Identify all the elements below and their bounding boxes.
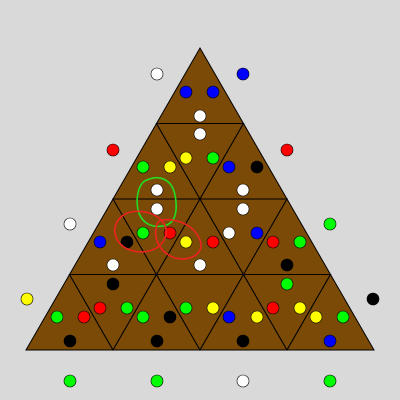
green-loop	[136, 176, 178, 228]
outside-marble-green[interactable]	[323, 374, 337, 388]
board-marble-red[interactable]	[206, 235, 220, 249]
board-marble-yellow[interactable]	[163, 160, 177, 174]
board-marble-yellow[interactable]	[250, 310, 264, 324]
outside-marble-yellow[interactable]	[20, 292, 34, 306]
board-marble-green[interactable]	[336, 310, 350, 324]
board-marble-green[interactable]	[50, 310, 64, 324]
board-marble-yellow[interactable]	[293, 301, 307, 315]
board-marble-yellow[interactable]	[179, 235, 193, 249]
board-marble-black[interactable]	[150, 334, 164, 348]
board-marble-white[interactable]	[193, 258, 207, 272]
board-marble-yellow[interactable]	[179, 151, 193, 165]
outside-marble-white[interactable]	[150, 67, 164, 81]
outside-marble-black[interactable]	[366, 292, 380, 306]
board-marble-black[interactable]	[250, 160, 264, 174]
board-marble-green[interactable]	[120, 301, 134, 315]
annotations	[114, 176, 202, 260]
board-marble-white[interactable]	[150, 202, 164, 216]
board-marble-blue[interactable]	[93, 235, 107, 249]
board-marble-yellow[interactable]	[309, 310, 323, 324]
board-marble-blue[interactable]	[250, 226, 264, 240]
board-marble-blue[interactable]	[222, 310, 236, 324]
red-loop-right	[154, 218, 202, 260]
outside-marble-red[interactable]	[106, 143, 120, 157]
board-marble-blue[interactable]	[323, 334, 337, 348]
board-marble-blue[interactable]	[222, 160, 236, 174]
board-marble-black[interactable]	[280, 258, 294, 272]
board-marble-green[interactable]	[206, 151, 220, 165]
board-marble-white[interactable]	[106, 258, 120, 272]
outside-marble-green[interactable]	[150, 374, 164, 388]
board-marble-white[interactable]	[236, 183, 250, 197]
outside-marbles	[20, 67, 380, 388]
board-marble-white[interactable]	[193, 127, 207, 141]
board-marble-yellow[interactable]	[206, 301, 220, 315]
red-loop-left	[114, 210, 167, 253]
board-marble-green[interactable]	[136, 226, 150, 240]
outside-marble-blue[interactable]	[236, 67, 250, 81]
board-cell-up[interactable]	[286, 273, 375, 351]
board-marble-white[interactable]	[193, 109, 207, 123]
board-marble-green[interactable]	[179, 301, 193, 315]
board-marble-white[interactable]	[222, 226, 236, 240]
triangle-grid	[25, 46, 375, 352]
board-marble-blue[interactable]	[179, 85, 193, 99]
outside-marble-green[interactable]	[323, 217, 337, 231]
board-marbles	[50, 85, 350, 348]
outside-marble-white[interactable]	[236, 374, 250, 388]
board-marble-green[interactable]	[280, 277, 294, 291]
board-marble-black[interactable]	[236, 334, 250, 348]
board-marble-green[interactable]	[136, 310, 150, 324]
board-marble-green[interactable]	[293, 235, 307, 249]
board-marble-red[interactable]	[266, 301, 280, 315]
outside-marble-green[interactable]	[63, 374, 77, 388]
board-marble-blue[interactable]	[206, 85, 220, 99]
board-marble-black[interactable]	[163, 310, 177, 324]
board-marble-red[interactable]	[77, 310, 91, 324]
board-marble-black[interactable]	[63, 334, 77, 348]
board-marble-red[interactable]	[93, 301, 107, 315]
board-marble-green[interactable]	[136, 160, 150, 174]
board-marble-white[interactable]	[236, 202, 250, 216]
outside-marble-white[interactable]	[63, 217, 77, 231]
board-marble-red[interactable]	[266, 235, 280, 249]
board-marble-white[interactable]	[150, 183, 164, 197]
board-marble-black[interactable]	[106, 277, 120, 291]
outside-marble-red[interactable]	[280, 143, 294, 157]
